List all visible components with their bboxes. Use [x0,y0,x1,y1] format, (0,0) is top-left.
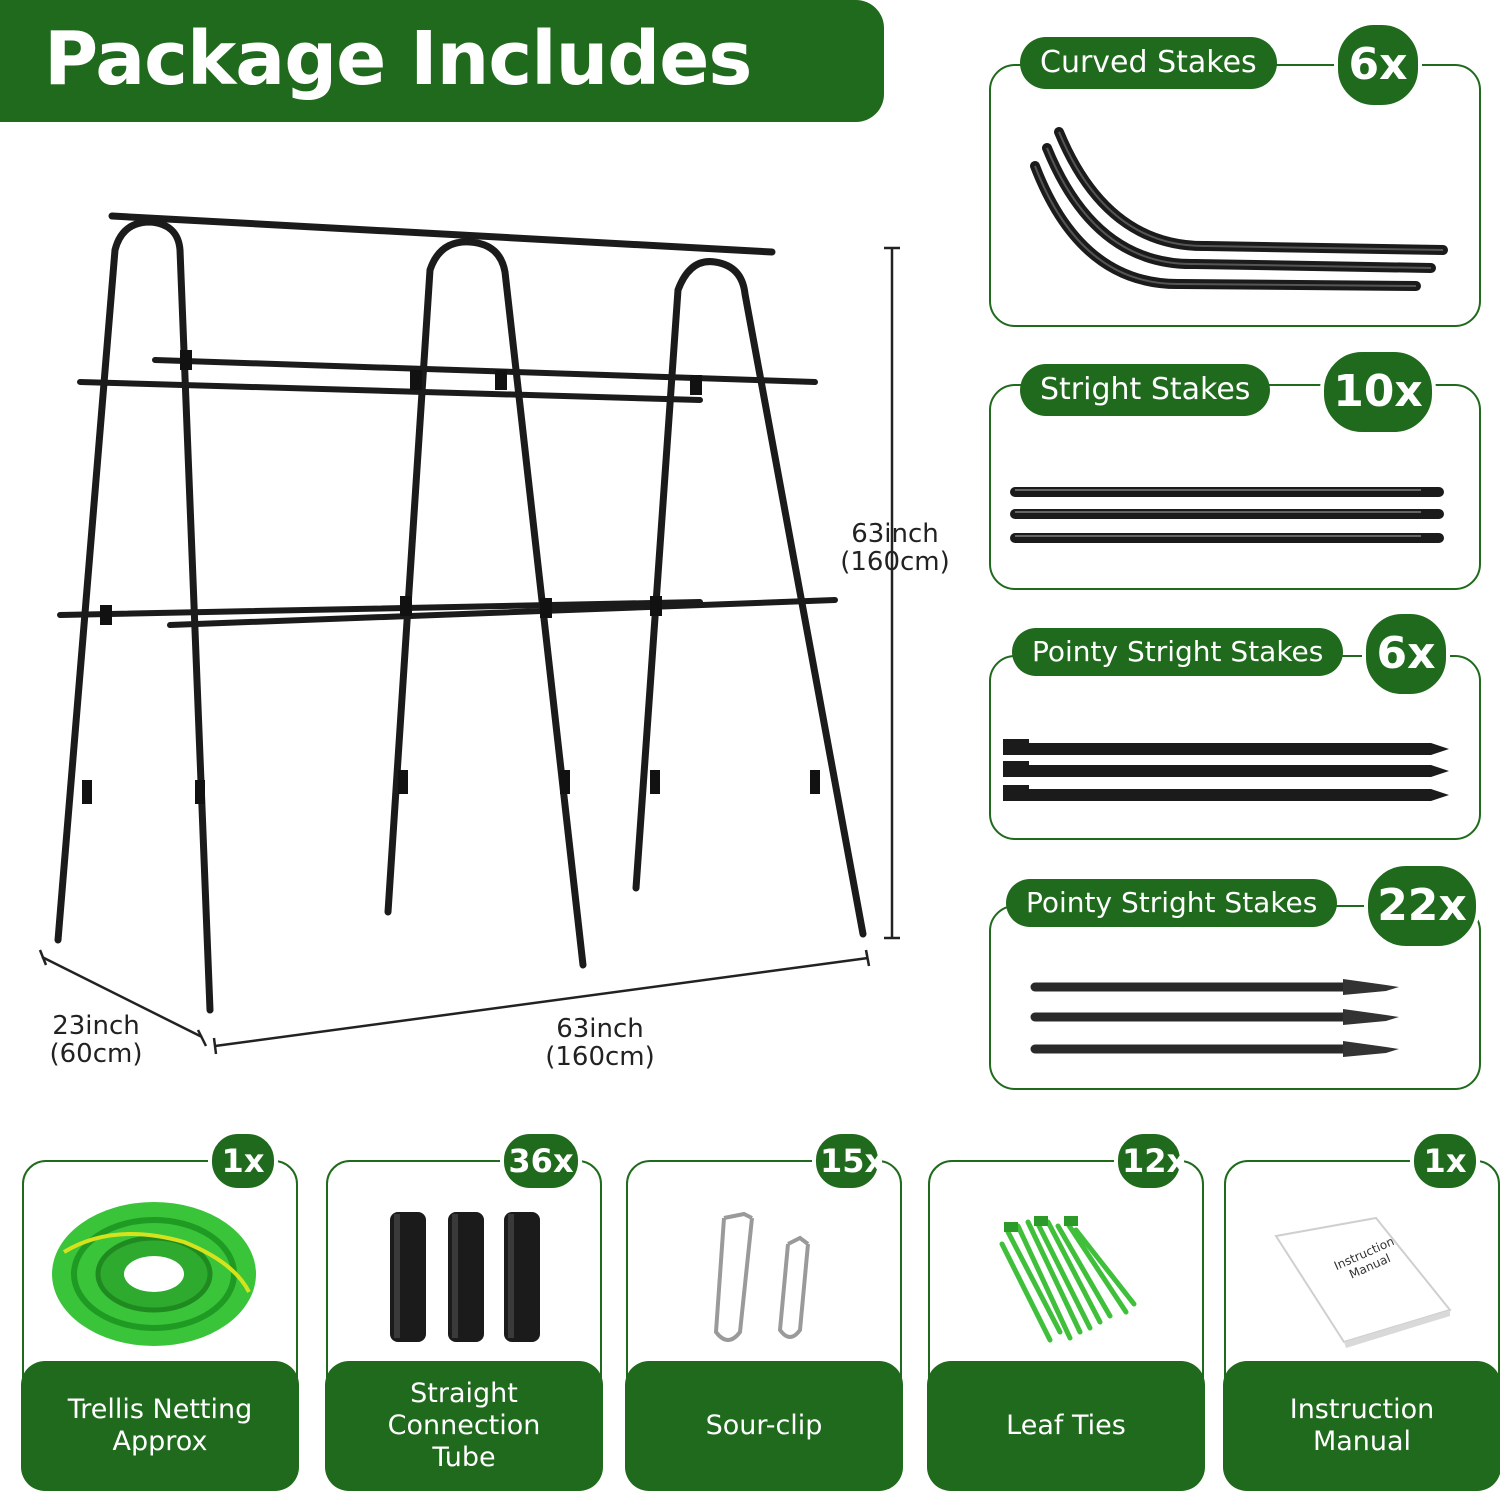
item-sour-clip: Sour-clip 15x [625,1130,903,1491]
item-trellis-netting: Trellis Netting Approx 1x [21,1130,299,1491]
item-straight-connection-tube-label: Straight Connection Tube [387,1378,541,1473]
item-trellis-netting-count: 1x [208,1130,278,1192]
trellis-frame-illustration [38,212,900,1055]
kit-pointy-stright-stakes-22-label: Pointy Stright Stakes [1006,879,1338,927]
kit-pointy-stright-stakes-6-label: Pointy Stright Stakes [1012,628,1344,676]
item-instruction-manual: Instruction Manual Instruction Manual 1x [1223,1130,1500,1491]
width-dimension-label: 63inch (160cm) [545,1014,655,1072]
page-title: Package Includes [44,16,752,102]
item-instruction-manual-label: Instruction Manual [1289,1394,1435,1457]
kit-curved-stakes-count: 6x [1334,21,1422,109]
item-trellis-netting-label: Trellis Netting Approx [67,1394,253,1457]
connection-tube-icon [390,1212,540,1342]
item-leaf-ties: Leaf Ties 12x [927,1130,1205,1491]
pointy-stakes-icon [1003,739,1449,801]
kit-pointy-stright-stakes-6-count: 6x [1362,610,1450,698]
kit-curved-stakes-label: Curved Stakes [1020,37,1277,89]
item-leaf-ties-label: Leaf Ties [1006,1410,1126,1441]
stright-stakes-icon [1010,487,1444,543]
item-straight-connection-tube: Straight Connection Tube 36x [325,1130,603,1491]
item-straight-connection-tube-count: 36x [500,1130,582,1192]
kit-stright-stakes-label: Stright Stakes [1020,364,1271,416]
sour-clip-icon [713,1211,810,1342]
item-leaf-ties-count: 12x [1114,1130,1187,1192]
kit-curved-stakes [989,64,1481,327]
kit-stright-stakes-count: 10x [1320,348,1436,436]
leaf-ties-icon [999,1216,1137,1343]
item-sour-clip-count: 15x [812,1130,885,1192]
item-instruction-manual-count: 1x [1410,1130,1480,1192]
header-banner: Package Includes [0,0,884,122]
trellis-netting-icon [52,1202,256,1346]
kit-pointy-stright-stakes-22-count: 22x [1364,862,1480,950]
kit-pointy-stright-stakes-22 [989,905,1481,1090]
height-dimension-label: 63inch (160cm) [840,519,950,577]
curved-stakes-icon [1030,127,1448,291]
instruction-manual-icon [1274,1216,1452,1348]
item-sour-clip-label: Sour-clip [705,1410,823,1441]
pointy-stakes-small-icon [1030,979,1399,1057]
depth-dimension-label: 23inch (60cm) [49,1011,143,1069]
